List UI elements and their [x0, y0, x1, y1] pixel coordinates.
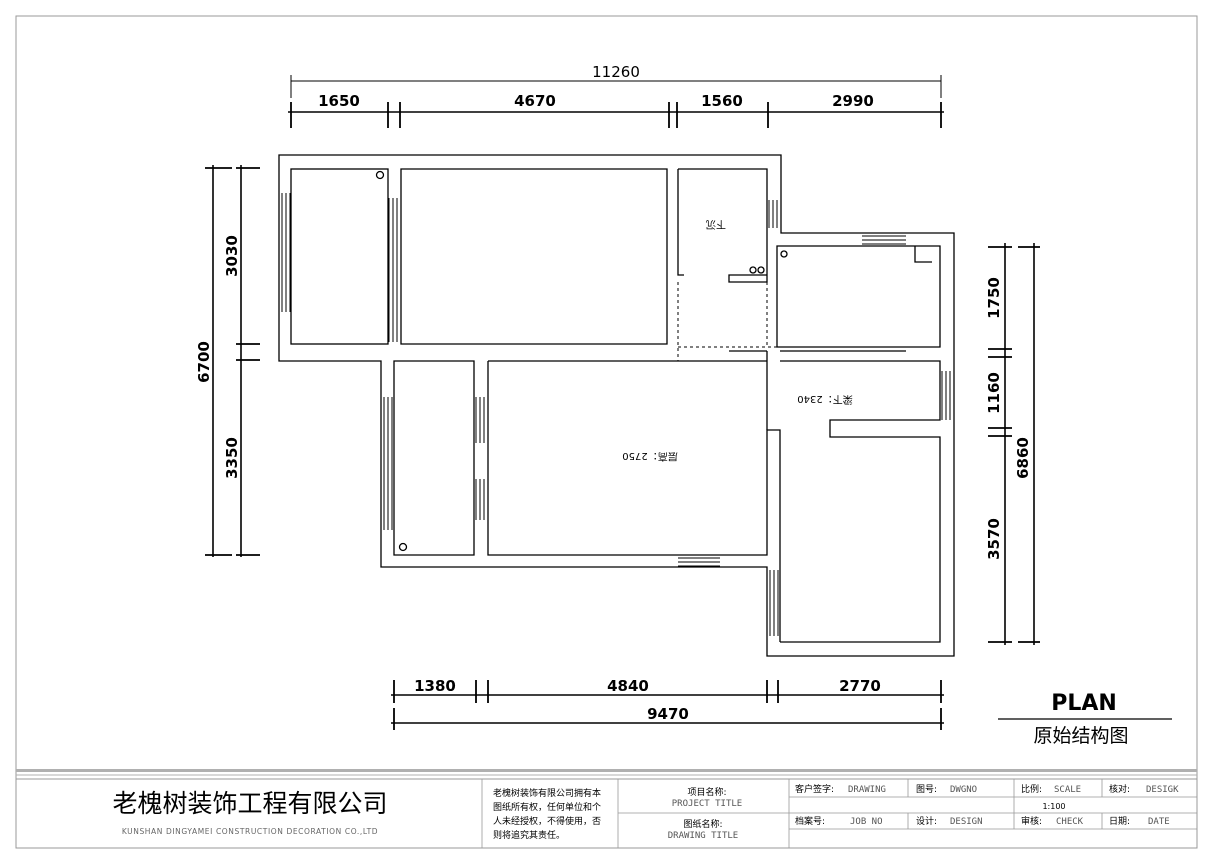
copyright-line-4: 则将追究其责任。 [493, 829, 565, 841]
project-title-en: PROJECT TITLE [672, 799, 742, 809]
check-cn: 核对: [1109, 783, 1130, 795]
drawing-title-cn: 图纸名称: [683, 818, 722, 830]
file-no-en: JOB NO [850, 817, 883, 827]
dim-top-seg-4: 2990 [832, 92, 874, 110]
dim-left-total: 6700 [195, 341, 213, 383]
dim-left-seg-2: 3350 [223, 437, 241, 479]
client-sign-en: DRAWING [848, 785, 886, 795]
pipe-symbol [375, 170, 385, 180]
room-living [488, 351, 941, 643]
scale-en: SCALE [1054, 785, 1081, 795]
room-top-left [290, 168, 389, 345]
dim-right-seg-3: 3570 [985, 518, 1003, 560]
outer-wall [278, 154, 955, 657]
floor-plan [278, 154, 955, 657]
design-en: DESIGN [950, 817, 983, 827]
note-sunken: 下沉 [706, 218, 726, 231]
pipe-symbol [749, 266, 757, 274]
file-no-cn: 档案号: [795, 815, 825, 827]
dim-bottom-seg-3: 2770 [839, 677, 881, 695]
dim-top-total: 11260 [592, 63, 640, 81]
project-title-cn: 项目名称: [687, 786, 726, 798]
company-name-cn: 老槐树装饰工程有限公司 [112, 789, 387, 818]
plan-title: PLAN [1051, 691, 1117, 716]
copyright-line-3: 人未经授权，不得使用，否 [493, 815, 601, 827]
pipe-symbol [398, 542, 408, 552]
room-kitchen [678, 168, 768, 283]
dim-top-seg-3: 1560 [701, 92, 743, 110]
dim-right-seg-2: 1160 [985, 372, 1003, 414]
note-floor-height: 层高：2750 [622, 450, 677, 463]
drawing-no-cn: 图号: [916, 784, 937, 795]
room-top-right [776, 245, 941, 348]
pipe-symbol [780, 250, 788, 258]
check-en: DESIGK [1146, 785, 1179, 795]
scale-cn: 比例: [1021, 783, 1042, 795]
dimension-lines [205, 75, 1040, 730]
note-beam-under: 梁下：2340 [797, 393, 852, 406]
room-lower-left [393, 360, 475, 556]
title-block [15, 769, 1198, 849]
dim-left-seg-1: 3030 [223, 235, 241, 277]
dim-top-seg-2: 4670 [514, 92, 556, 110]
pipe-symbol [757, 266, 765, 274]
room-top-middle [400, 168, 668, 345]
drawing-title-en: DRAWING TITLE [668, 831, 738, 841]
date-en: DATE [1148, 817, 1170, 827]
copyright-line-2: 图纸所有权，任何单位和个 [493, 801, 601, 813]
dim-bottom-seg-1: 1380 [414, 677, 456, 695]
copyright-line-1: 老槐树装饰有限公司拥有本 [493, 787, 601, 799]
dim-bottom-seg-2: 4840 [607, 677, 649, 695]
drawing-no-en: DWGNO [950, 785, 977, 795]
design-cn: 设计: [916, 815, 937, 827]
client-sign-cn: 客户签字: [795, 783, 834, 795]
dim-right-seg-1: 1750 [985, 277, 1003, 319]
dim-right-total: 6860 [1014, 437, 1032, 479]
review-cn: 审核: [1021, 815, 1042, 827]
dashed-openings [666, 170, 940, 430]
review-en: CHECK [1056, 817, 1084, 827]
plan-subtitle: 原始结构图 [1033, 725, 1128, 747]
dim-bottom-total: 9470 [647, 705, 689, 723]
date-cn: 日期: [1109, 816, 1130, 827]
company-name-en: KUNSHAN DINGYAMEI CONSTRUCTION DECORATIO… [122, 827, 378, 836]
scale-value: 1:100 [1042, 802, 1065, 811]
dim-top-seg-1: 1650 [318, 92, 360, 110]
windows [281, 193, 951, 636]
